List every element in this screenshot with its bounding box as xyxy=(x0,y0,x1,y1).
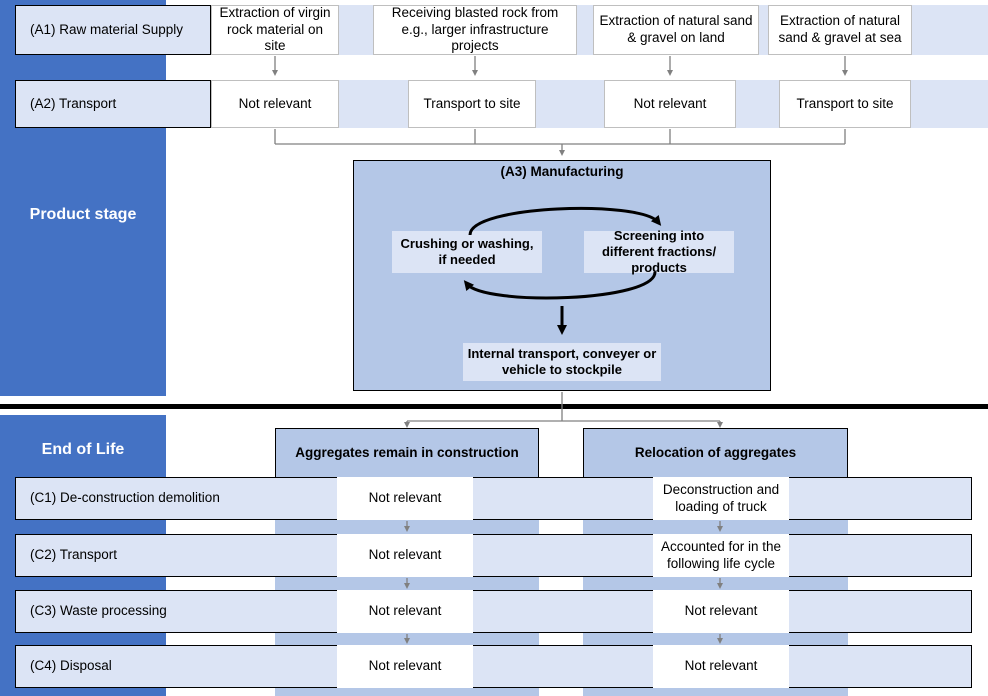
a2-cell-1: Transport to site xyxy=(408,80,536,128)
c2-cell-1: Accounted for in the following life cycl… xyxy=(653,534,789,577)
a1-row-label: (A1) Raw material Supply xyxy=(30,21,184,37)
c3-cell-1: Not relevant xyxy=(653,590,789,633)
a2-row-label: (A2) Transport xyxy=(30,95,117,111)
a3-internal-transport-box: Internal transport, conveyer or vehicle … xyxy=(463,343,661,381)
a3-crushing-box: Crushing or washing, if needed xyxy=(392,231,542,273)
a2-to-a3-bus xyxy=(274,129,846,156)
eol-header-1: Relocation of aggregates xyxy=(583,428,848,478)
c3-cell-0: Not relevant xyxy=(337,590,473,633)
c1-cell-1: Deconstruction and loading of truck xyxy=(653,477,789,520)
eol-header-0: Aggregates remain in construction xyxy=(275,428,539,478)
c2-row-label: (C2) Transport xyxy=(30,547,118,563)
c3-row-label: (C3) Waste processing xyxy=(30,603,167,619)
a3-screening-box: Screening into different fractions/ prod… xyxy=(584,228,734,275)
a2-cell-0: Not relevant xyxy=(211,80,339,128)
product-stage-rail xyxy=(0,0,166,396)
c4-cell-0: Not relevant xyxy=(337,645,473,688)
c3-row-bar: (C3) Waste processing xyxy=(15,590,972,633)
a1-cell-1: Receiving blasted rock from e.g., larger… xyxy=(373,5,577,55)
c4-row-label: (C4) Disposal xyxy=(30,658,112,674)
a3-manufacturing-title: (A3) Manufacturing xyxy=(500,164,624,179)
a1-cell-3: Extraction of natural sand & gravel at s… xyxy=(768,5,912,55)
end-of-life-label: End of Life xyxy=(41,441,125,458)
a2-row-label-box: (A2) Transport xyxy=(15,80,211,128)
c1-cell-0: Not relevant xyxy=(337,477,473,520)
a1-to-a2-arrows xyxy=(272,56,848,76)
a2-cell-3: Transport to site xyxy=(779,80,911,128)
a1-row-label-box: (A1) Raw material Supply xyxy=(15,5,211,55)
c4-row-bar: (C4) Disposal xyxy=(15,645,972,688)
c1-row-bar: (C1) De-construction demolition xyxy=(15,477,972,520)
stage-divider xyxy=(0,404,988,409)
c4-cell-1: Not relevant xyxy=(653,645,789,688)
product-stage-label: Product stage xyxy=(29,206,137,223)
a1-cell-0: Extraction of virgin rock material on si… xyxy=(211,5,339,55)
c2-row-bar: (C2) Transport xyxy=(15,534,972,577)
a2-cell-2: Not relevant xyxy=(604,80,736,128)
a1-cell-2: Extraction of natural sand & gravel on l… xyxy=(593,5,759,55)
c2-cell-0: Not relevant xyxy=(337,534,473,577)
c1-row-label: (C1) De-construction demolition xyxy=(30,490,220,506)
